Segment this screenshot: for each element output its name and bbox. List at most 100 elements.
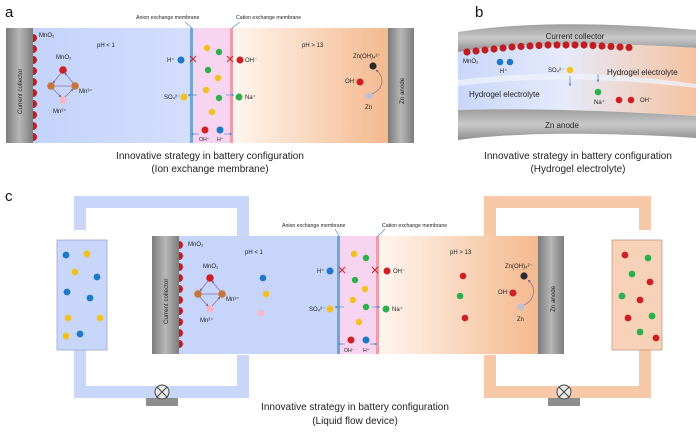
oh-ion-b1 [615,96,623,104]
oh-ion-a [236,56,244,64]
mno2-label-c: MnO₂ [203,264,219,270]
zn-anode-label-b: Zn anode [545,121,579,130]
current-collector-label-c: Current collector [163,279,170,324]
ph-high-label-a: pH > 13 [302,43,324,49]
zn-anode-block [388,28,414,143]
zn-anode-block-c [538,236,564,354]
oh-bottom-ion-c [347,336,355,344]
anion-membrane-pointer-c [334,228,340,237]
anion-membrane-pointer [184,21,193,29]
cation-membrane-pointer-c [377,228,386,237]
middle-chamber-region [192,28,232,143]
h-plus-blocked-x-a [189,55,197,63]
na-label-c: Na⁺ [392,306,403,313]
cation-membrane-pointer [231,21,241,29]
middle-chamber-ions-a [202,44,223,116]
zincate-ion-c [520,272,528,280]
na-label-b: Na⁺ [594,99,605,106]
panel-letter-b: b [475,4,483,21]
h-plus-ion-a [177,56,185,64]
ph-low-label-a: pH < 1 [97,43,116,49]
alkaline-electrolyte-region [232,28,388,143]
h-plus-ion-c [326,267,334,275]
cation-membrane-label-c: Cation exchange membrane [382,223,447,229]
caption-c-line2: (Liquid flow device) [312,416,398,427]
oh-label-b: OH⁻ [640,98,652,104]
alkaline-region-ions-c [456,272,469,322]
mno2-label: MnO₂ [56,55,72,61]
cation-exchange-membrane [230,28,233,143]
panel-a: a MnO₂ MnO₂ Mn³⁺ Mn²⁺ Current c [5,4,414,175]
anion-membrane-label-c: Anion exchange membrane [282,223,346,229]
left-pump [146,384,178,406]
anion-exchange-membrane-c [337,236,340,354]
zincate-label-c: Zn(OH)₄²⁻ [505,264,533,270]
mno2-deposit-bumps [33,34,37,141]
anolyte-tank-ions [618,251,660,342]
zn-anode-band [458,109,696,140]
oh-zn-ion-a [356,78,364,86]
so4-ion-a [180,93,188,101]
zincate-ion-a [369,62,377,70]
h-bottom-label-a: H⁺ [217,137,224,143]
mn-cycle-arrows-c [199,280,221,307]
current-collector-label-b: Current collector [546,32,605,41]
mn3-particle-left [47,82,55,90]
zn-particle-c [517,303,525,311]
mn3-particle-left-c [194,290,202,298]
oh-ion-b2 [627,96,635,104]
mno2-label-b: MnO₂ [463,59,479,65]
acid-electrolyte-region-c [178,236,339,354]
panel-letter-a: a [5,4,14,21]
zincate-label-a: Zn(OH)₄²⁻ [353,54,381,60]
oh-label-a: OH⁻ [245,58,257,64]
current-collector-band [458,24,696,52]
left-flow-pipe-top [74,196,249,240]
h-plus-blocked-x-c [338,266,346,274]
caption-c-line1: Innovative strategy in battery configura… [261,402,449,413]
oh-blocked-x-a [226,55,234,63]
right-pump [548,384,580,406]
zn-label-c: Zn [517,317,524,323]
oh-label-c: OH⁻ [393,269,405,275]
cation-membrane-label-a: Cation exchange membrane [236,15,301,21]
so4-ion-c [326,305,334,313]
na-ion-c [382,305,390,313]
so4-label-c: SO₄²⁻ [309,307,325,313]
panel-c: c [5,188,663,427]
current-collector-block [6,28,33,143]
oh-ion-c [383,267,391,275]
so4-ion-b [566,66,574,74]
mn2-particle-c [206,305,214,313]
so4-label-b: SO₄²⁻ [548,68,564,74]
mno2-top-label-c: MnO₂ [188,242,204,248]
zn-particle-a [365,92,373,100]
hydrogel-interface [458,73,696,88]
hydrogel-label-left: Hydrogel electrolyte [469,90,540,99]
oh-zn-label-c: OH⁻ [498,290,510,296]
h-bottom-label-c: H⁺ [363,348,370,354]
right-flow-pipe-top [484,196,651,240]
mn3-label-c: Mn³⁺ [226,296,240,303]
so4-label-a: SO₄²⁻ [164,95,180,101]
mn3-particle-right-c [218,290,226,298]
middle-chamber-region-c [339,236,377,354]
oh-blocked-x-c [371,266,379,274]
h-plus-ion-b2 [506,58,514,66]
caption-a-line2: (Ion exchange membrane) [151,164,268,175]
acid-electrolyte-region [32,28,192,143]
mn-cycle-arrows [52,72,74,98]
anion-exchange-membrane [190,28,193,143]
oh-zn-ion-c [509,289,517,297]
hydrogel-electrolyte-band [458,43,696,116]
mn2-label: Mn²⁺ [53,108,67,115]
mno2-particle [59,66,67,74]
zn-anode-label-c: Zn anode [550,285,557,312]
oh-zn-label-a: OH⁻ [345,79,357,85]
panel-b: b Current collector MnO₂ H⁺ SO₄²⁻ Hydrog… [458,4,696,175]
zn-label-a: Zn [365,105,372,111]
acid-region-ions-c [257,274,270,317]
zn-reaction-arrow-c [523,279,534,306]
h-plus-label-a: H⁺ [167,57,175,64]
